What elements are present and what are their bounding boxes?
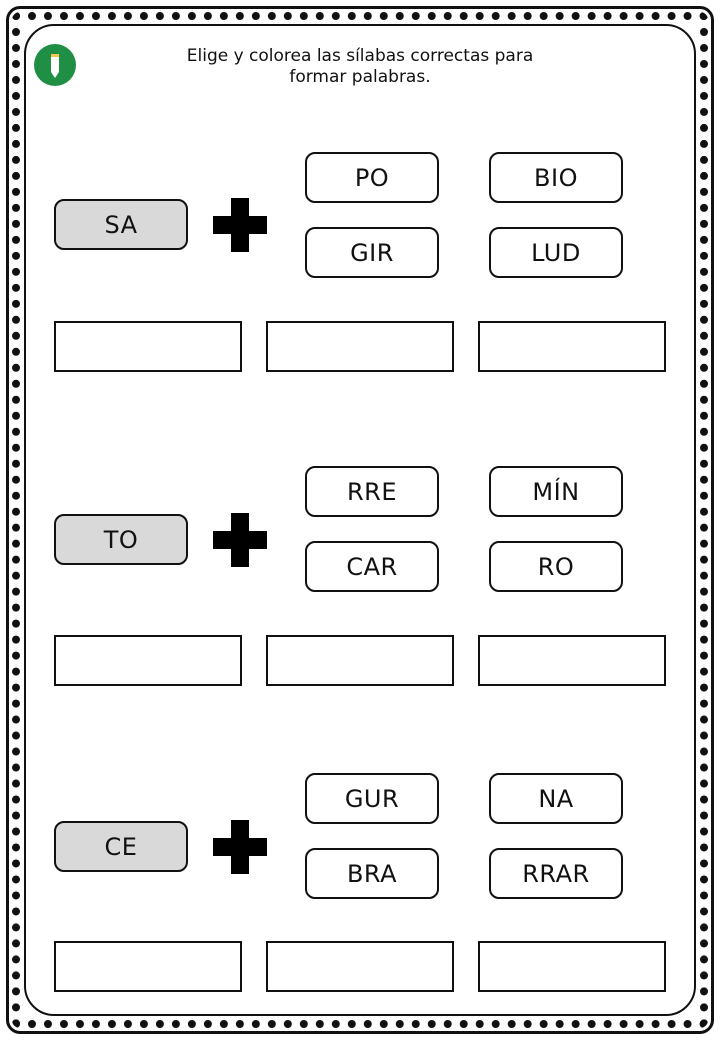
answer-box[interactable]: [266, 635, 454, 686]
answer-box[interactable]: [54, 321, 242, 372]
instruction-line-1: Elige y colorea las sílabas correctas pa…: [186, 46, 534, 66]
plus-icon: [213, 820, 267, 874]
syllable-option[interactable]: CAR: [305, 541, 439, 592]
plus-icon: [213, 198, 267, 252]
answer-box[interactable]: [478, 321, 666, 372]
syllable-option[interactable]: RO: [489, 541, 623, 592]
syllable-option[interactable]: GIR: [305, 227, 439, 278]
answer-box[interactable]: [478, 941, 666, 992]
base-syllable[interactable]: TO: [54, 514, 188, 565]
syllable-option[interactable]: BRA: [305, 848, 439, 899]
instruction-line-2: formar palabras.: [289, 67, 431, 87]
base-syllable[interactable]: CE: [54, 821, 188, 872]
page-border-dotted: [12, 12, 708, 1028]
pencil-logo-icon: [34, 44, 76, 86]
syllable-option[interactable]: PO: [305, 152, 439, 203]
answer-box[interactable]: [54, 941, 242, 992]
syllable-option[interactable]: NA: [489, 773, 623, 824]
answer-box[interactable]: [266, 321, 454, 372]
answer-box[interactable]: [266, 941, 454, 992]
base-syllable[interactable]: SA: [54, 199, 188, 250]
instruction-text: Elige y colorea las sílabas correctas pa…: [130, 46, 590, 88]
plus-icon: [213, 513, 267, 567]
answer-box[interactable]: [54, 635, 242, 686]
answer-box[interactable]: [478, 635, 666, 686]
syllable-option[interactable]: RRAR: [489, 848, 623, 899]
syllable-option[interactable]: RRE: [305, 466, 439, 517]
syllable-option[interactable]: GUR: [305, 773, 439, 824]
syllable-option[interactable]: LUD: [489, 227, 623, 278]
page-border-outer: [6, 6, 714, 1034]
syllable-option[interactable]: MÍN: [489, 466, 623, 517]
syllable-option[interactable]: BIO: [489, 152, 623, 203]
